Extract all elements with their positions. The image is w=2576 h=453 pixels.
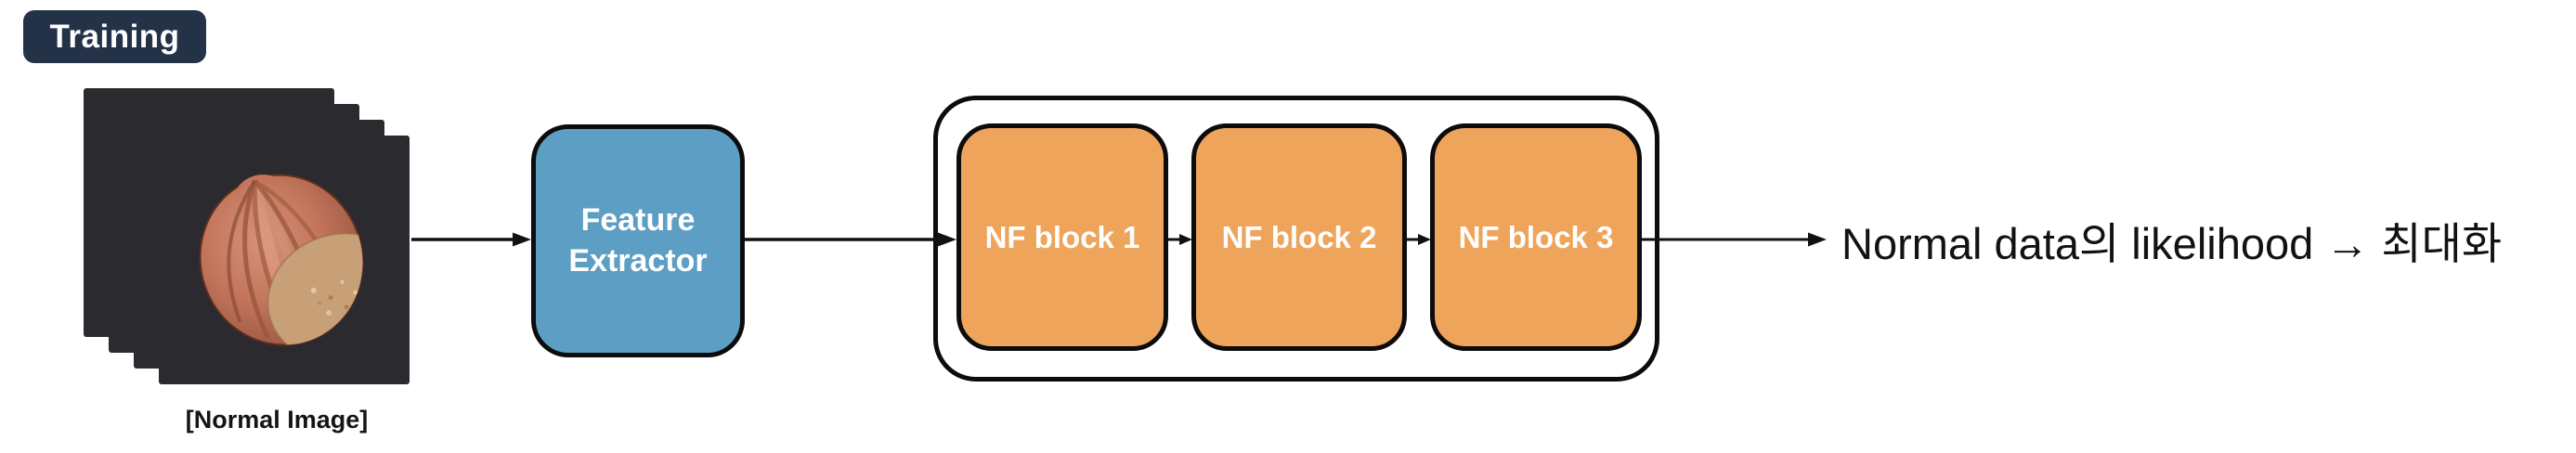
nf-blocks-container: NF block 1 NF block 2 NF block 3 bbox=[933, 96, 1659, 382]
output-likelihood-text: Normal data의 likelihood → 최대화 bbox=[1841, 218, 2503, 268]
feature-extractor-box: Feature Extractor bbox=[531, 124, 745, 357]
arrowhead-icon bbox=[1808, 232, 1827, 247]
normal-image-stack bbox=[84, 88, 410, 384]
feature-extractor-label: Feature Extractor bbox=[568, 201, 708, 278]
arrow-stack-to-extractor bbox=[411, 232, 531, 247]
training-badge-label: Training bbox=[49, 18, 180, 55]
nf-block-1-label: NF block 1 bbox=[984, 219, 1140, 254]
arrow-extractor-to-nf bbox=[745, 232, 956, 247]
training-badge: Training bbox=[23, 10, 206, 63]
hazelnut-cap bbox=[267, 233, 370, 348]
nf-block-3-label: NF block 3 bbox=[1458, 219, 1614, 254]
arrow-nf-to-output bbox=[1642, 232, 1827, 247]
arrowhead-icon bbox=[513, 232, 531, 247]
nf-block-1: NF block 1 bbox=[956, 123, 1168, 351]
nf-block-2-label: NF block 2 bbox=[1221, 219, 1377, 254]
hazelnut-photo bbox=[199, 174, 370, 348]
nf-block-2: NF block 2 bbox=[1191, 123, 1407, 351]
normal-image-caption: [Normal Image] bbox=[185, 406, 369, 434]
stacked-image-sheet bbox=[159, 136, 410, 384]
nf-block-3: NF block 3 bbox=[1430, 123, 1642, 351]
